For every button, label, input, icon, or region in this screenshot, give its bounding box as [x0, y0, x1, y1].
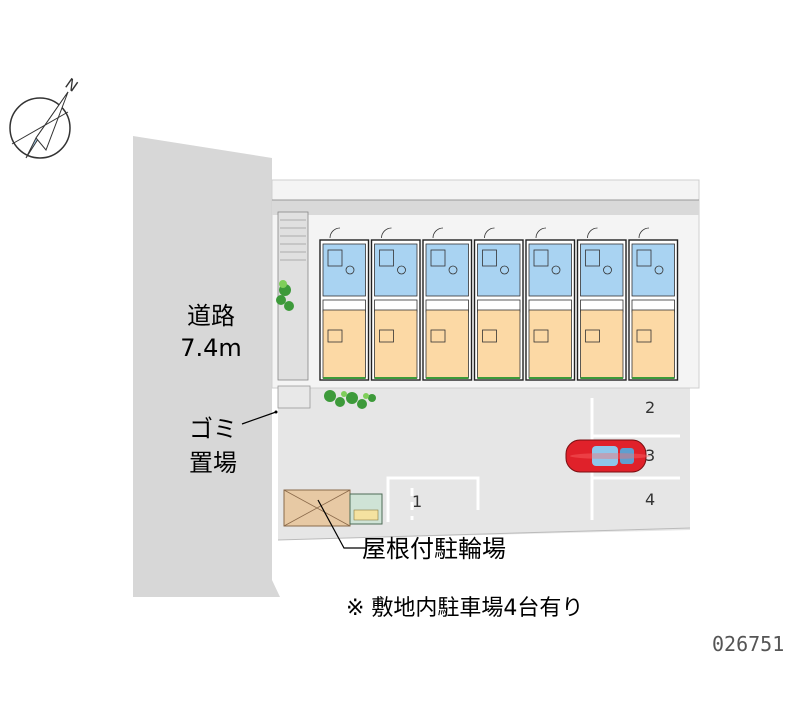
garbage-label: ゴミ 置場 [178, 412, 248, 480]
unit-wet-area [631, 243, 675, 297]
parking-space-2: 2 [645, 398, 656, 417]
compass-icon [9, 91, 71, 159]
car-icon [565, 439, 650, 473]
garbage-label-line2: 置場 [189, 449, 237, 477]
apartment-units [319, 227, 679, 381]
garbage-area [277, 385, 311, 409]
compass-north-letter: N [62, 75, 82, 96]
parking-note: ※ 敷地内駐車場4台有り [346, 596, 584, 621]
road-width: 7.4m [180, 334, 242, 362]
unit-wet-area [477, 243, 521, 297]
parking-space-1: 1 [412, 492, 423, 511]
unit-room-floor [580, 309, 624, 379]
bicycle-leader-line [317, 499, 366, 549]
unit-room-floor [374, 309, 418, 379]
unit-room-floor [477, 309, 521, 379]
unit-room-floor [631, 309, 675, 379]
unit-wet-area [580, 243, 624, 297]
unit-room-floor [322, 309, 366, 379]
unit-wet-area [425, 243, 469, 297]
parking-space-3: 3 [645, 446, 656, 465]
road-area [133, 136, 280, 597]
bicycle-parking [283, 489, 383, 527]
property-code: 026751 [712, 632, 785, 656]
unit-wet-area [528, 243, 572, 297]
unit-room-floor [425, 309, 469, 379]
parking-space-4: 4 [645, 490, 656, 509]
road-name: 道路 [187, 302, 235, 330]
greenery [276, 280, 376, 409]
unit-wet-area [374, 243, 418, 297]
garbage-label-line1: ゴミ [189, 415, 237, 443]
road-label: 道路 7.4m [166, 300, 256, 364]
unit-room-floor [528, 309, 572, 379]
parking-lines [386, 398, 680, 522]
unit-wet-area [322, 243, 366, 297]
bicycle-parking-label: 屋根付駐輪場 [362, 535, 506, 563]
